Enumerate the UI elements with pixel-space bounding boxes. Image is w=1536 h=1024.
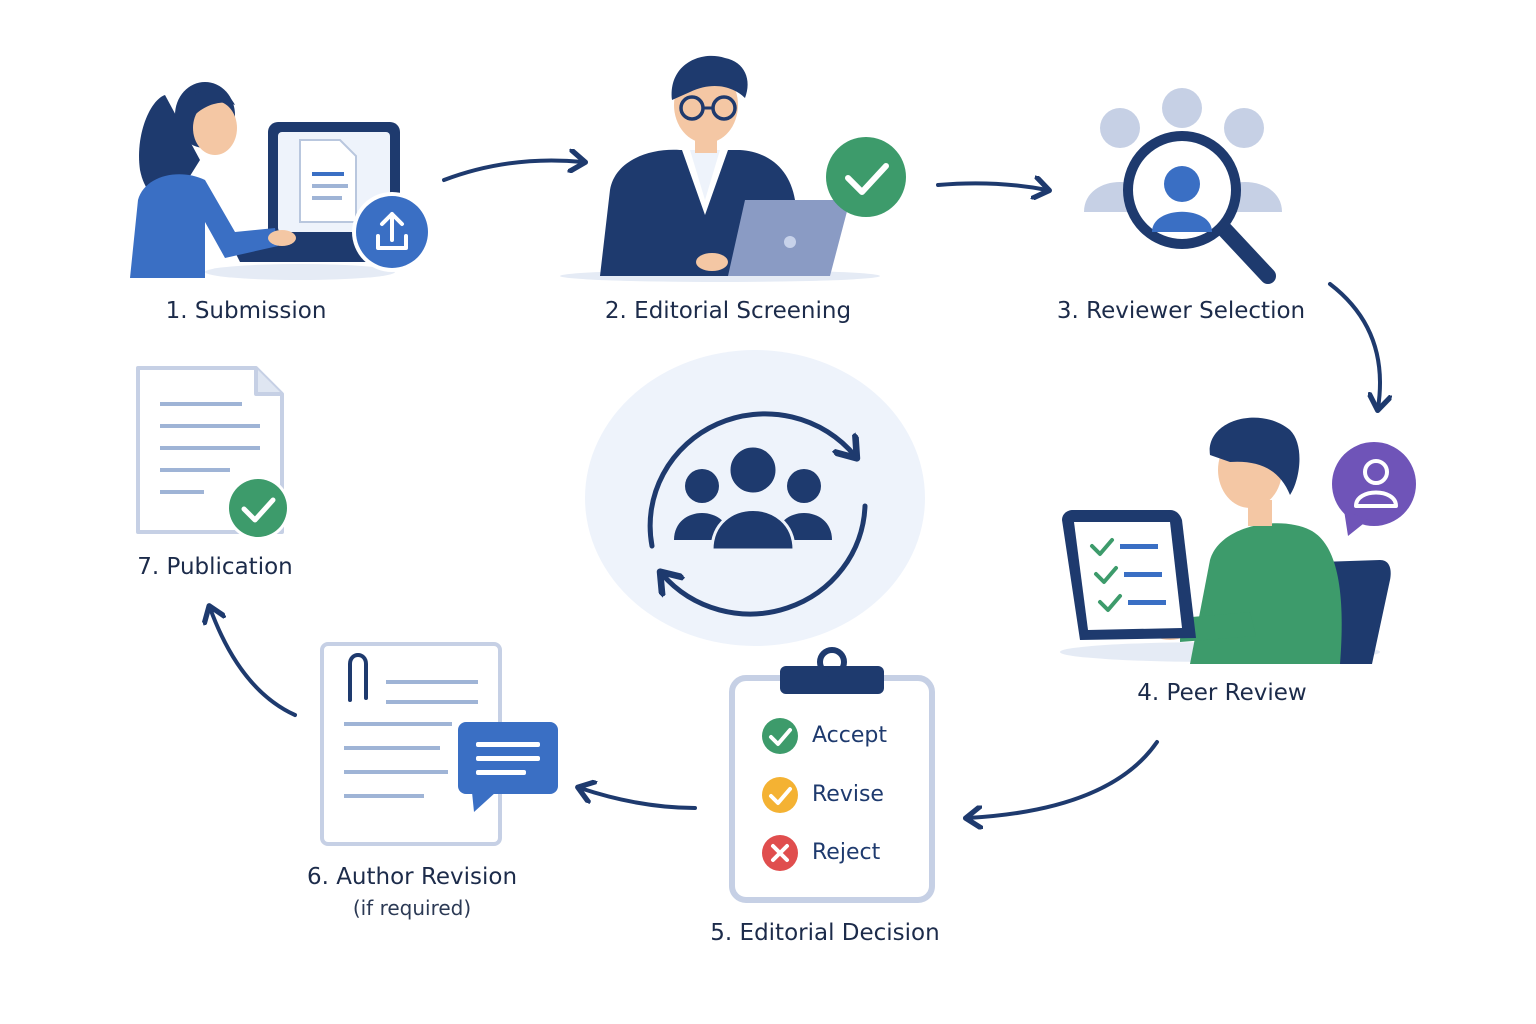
published-check-icon xyxy=(229,479,287,537)
revise-check-icon xyxy=(762,777,798,813)
decision-option-accept: Accept xyxy=(812,723,887,748)
submission-illustration xyxy=(130,82,432,280)
step-label-publication: 7. Publication xyxy=(137,554,293,580)
center-cycle xyxy=(585,350,925,646)
author-revision-illustration xyxy=(320,642,558,846)
step-label-editorial-screening: 2. Editorial Screening xyxy=(604,298,852,324)
arrow-4-to-5 xyxy=(968,740,1159,818)
arrow-2-to-3 xyxy=(936,183,1047,190)
arrow-6-to-7 xyxy=(210,608,297,717)
peer-review-illustration xyxy=(1060,417,1416,664)
check-icon xyxy=(826,137,906,217)
editorial-screening-illustration xyxy=(560,55,906,282)
arrow-5-to-6 xyxy=(580,788,697,810)
step-label-peer-review: 4. Peer Review xyxy=(1137,680,1307,706)
arrow-3-to-4 xyxy=(1328,282,1380,408)
decision-option-reject: Reject xyxy=(812,840,881,865)
step-label-submission: 1. Submission xyxy=(165,298,327,324)
decision-clipboard xyxy=(729,647,935,903)
publication-illustration xyxy=(136,366,290,540)
decision-option-revise: Revise xyxy=(812,782,884,807)
step-label-editorial-decision: 5. Editorial Decision xyxy=(710,920,940,946)
reviewer-selection-illustration xyxy=(1084,88,1282,284)
magnifier-icon xyxy=(1217,222,1276,284)
paperclip-icon xyxy=(348,653,368,702)
accept-check-icon xyxy=(762,718,798,754)
refresh-cycle-icon xyxy=(647,411,855,549)
step-label-author-revision: 6. Author Revision xyxy=(306,864,518,890)
arrow-1-to-2 xyxy=(442,160,583,182)
step-note-if-required: (if required) xyxy=(352,896,472,920)
step-label-reviewer-selection: 3. Reviewer Selection xyxy=(1056,298,1306,324)
flow-arrows xyxy=(210,160,1380,818)
